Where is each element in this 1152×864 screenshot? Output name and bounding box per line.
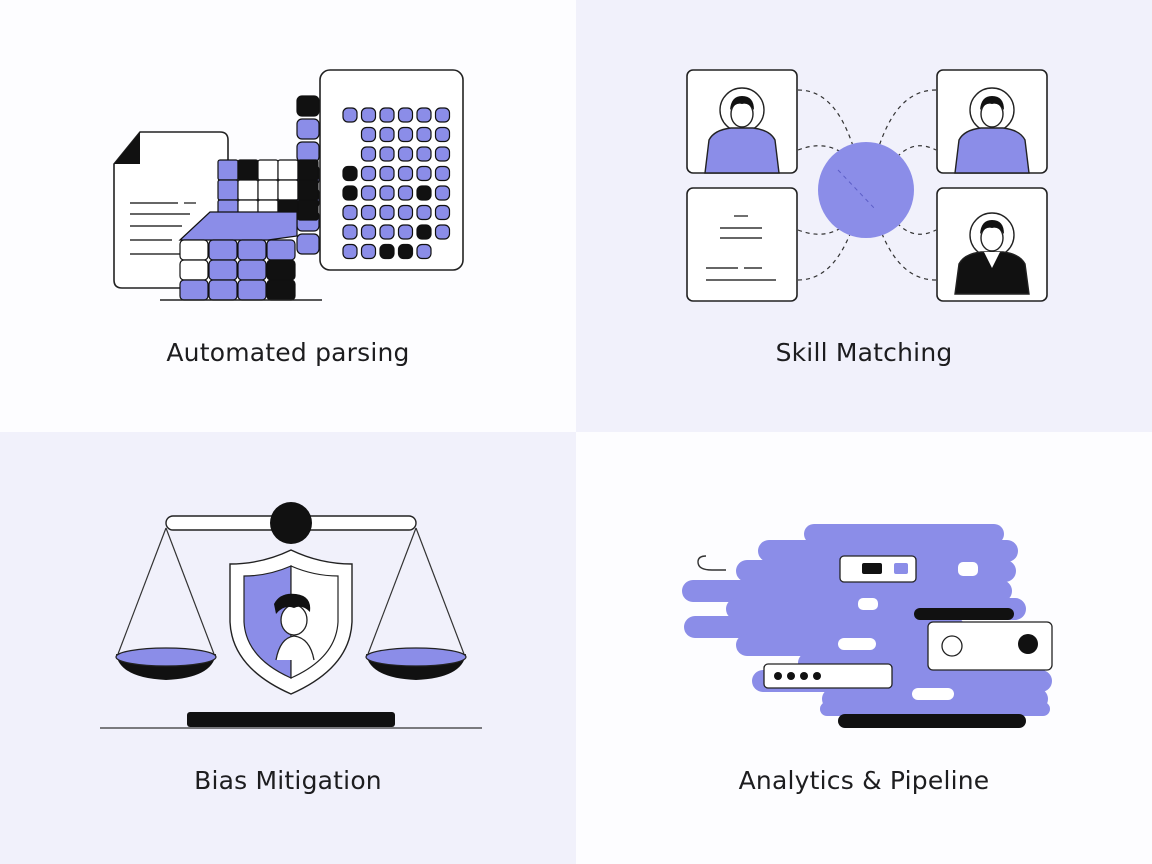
feature-caption: Skill Matching	[775, 338, 953, 367]
balance-scale-shield-icon	[100, 502, 482, 729]
feature-card-bias-mitigation: Bias Mitigation	[0, 432, 576, 864]
feature-card-skill-matching: Skill Matching	[576, 0, 1152, 432]
document-parsing-icon	[113, 69, 464, 301]
feature-caption: Automated parsing	[166, 338, 410, 367]
feature-card-analytics-pipeline: Analytics & Pipeline	[576, 432, 1152, 864]
feature-card-automated-parsing: Automated parsing	[0, 0, 576, 432]
skill-matching-icon	[686, 69, 1048, 302]
feature-caption: Bias Mitigation	[194, 766, 382, 795]
feature-caption: Analytics & Pipeline	[738, 766, 990, 795]
data-pipeline-icon	[682, 524, 1053, 728]
